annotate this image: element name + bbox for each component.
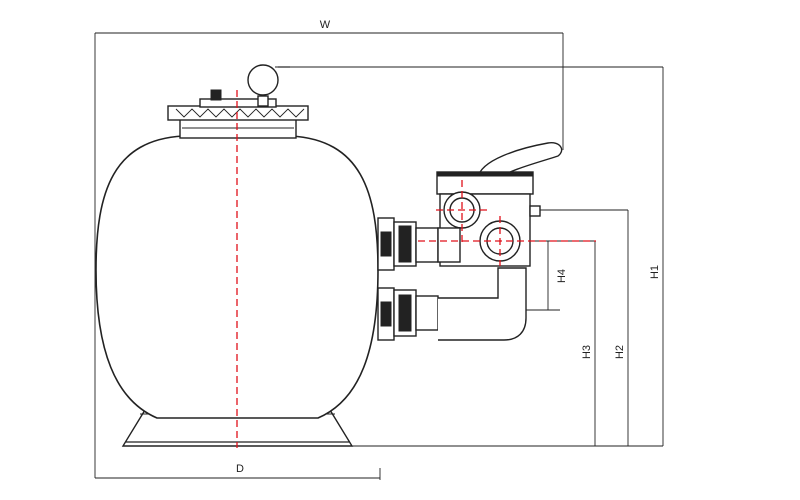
multiport-valve [436, 142, 563, 267]
pressure-gauge [247, 64, 290, 107]
dim-label-d: D [236, 463, 244, 475]
dim-label-h4: H4 [556, 269, 568, 283]
dimension-lines [94, 32, 664, 480]
tank-lid [167, 89, 309, 139]
lower-union-fitting [377, 287, 439, 341]
upper-union-fitting [377, 217, 439, 271]
return-pipe [438, 267, 527, 341]
dim-label-h2: H2 [614, 345, 626, 359]
centerlines [236, 90, 596, 448]
dim-label-h3: H3 [581, 345, 593, 359]
dim-label-h1: H1 [649, 265, 661, 279]
dim-label-w: W [320, 19, 331, 31]
